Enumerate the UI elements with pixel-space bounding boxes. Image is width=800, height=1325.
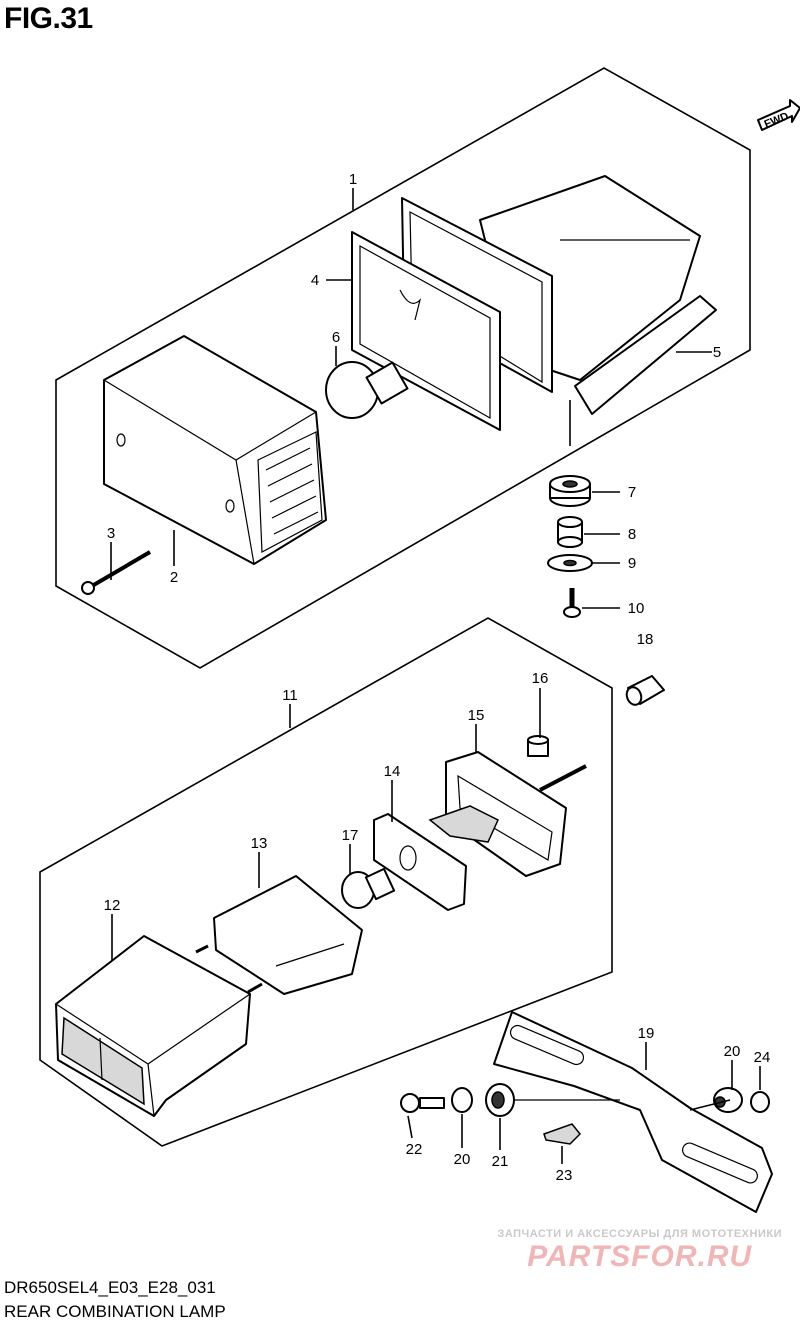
part-17-bulb [341, 867, 396, 909]
part-21-grommet [485, 1083, 515, 1117]
callout-13: 13 [251, 835, 268, 852]
callout-3: 3 [107, 525, 115, 542]
part-24-nut [750, 1091, 770, 1113]
part-2-lens [103, 335, 327, 565]
upper-assembly-frame [55, 67, 751, 669]
part-16-screw [527, 735, 549, 757]
fwd-label: FWD [763, 110, 791, 131]
callout-19: 19 [638, 1025, 655, 1042]
callout-6: 6 [332, 329, 340, 346]
callout-18: 18 [637, 631, 654, 648]
fwd-arrow-icon: FWD [757, 99, 800, 131]
part-19-bracket [493, 1011, 773, 1213]
part-23-nut [543, 1123, 582, 1145]
part-6-bulb [325, 361, 409, 419]
lens-hatching [265, 447, 319, 535]
part-14-gasket [373, 813, 467, 911]
callout-20-left: 20 [454, 1151, 471, 1168]
callout-17: 17 [342, 827, 359, 844]
callout-7: 7 [628, 484, 636, 501]
figure-title: FIG.31 [4, 2, 93, 35]
diagram-code: DR650SEL4_E03_E28_031 [4, 1278, 216, 1297]
callout-8: 8 [628, 526, 636, 543]
part-13-lens [213, 875, 363, 995]
callout-16: 16 [532, 670, 549, 687]
part-10-screw [563, 588, 581, 618]
part-18-collar [625, 675, 665, 706]
part-7-grommet [549, 475, 591, 507]
callout-14: 14 [384, 763, 401, 780]
lower-assembly-frame [39, 617, 613, 1147]
callout-11: 11 [282, 687, 298, 704]
watermark: ЗАПЧАСТИ И АКСЕССУАРЫ ДЛЯ МОТОТЕХНИКИ PA… [497, 1228, 782, 1274]
callout-2: 2 [170, 569, 178, 586]
callout-9: 9 [628, 555, 636, 572]
callout-20-right: 20 [724, 1043, 741, 1060]
part-22-bolt [400, 1093, 445, 1113]
callout-5: 5 [713, 344, 721, 361]
callout-23: 23 [556, 1167, 573, 1184]
callout-21: 21 [492, 1153, 509, 1170]
callout-15: 15 [468, 707, 485, 724]
callout-1: 1 [349, 171, 357, 188]
part-3-screw [81, 550, 152, 595]
callout-24: 24 [754, 1049, 771, 1066]
callout-22: 22 [406, 1141, 423, 1158]
part-20-washer-left [451, 1087, 473, 1113]
part-4-gasket [351, 231, 501, 431]
watermark-brand: PARTSFOR.RU [527, 1240, 753, 1273]
callout-10: 10 [628, 600, 645, 617]
part-8-collar [557, 516, 583, 548]
callout-12: 12 [104, 897, 121, 914]
part-15-housing [445, 751, 587, 877]
callout-4: 4 [311, 272, 319, 289]
leader-lines [110, 188, 761, 1164]
socket-assembly [428, 805, 499, 843]
part-9-washer [547, 554, 593, 572]
diagram-name: REAR COMBINATION LAMP [4, 1302, 226, 1321]
watermark-tagline: ЗАПЧАСТИ И АКСЕССУАРЫ ДЛЯ МОТОТЕХНИКИ [497, 1228, 782, 1240]
part-12-lamp-body [55, 935, 263, 1117]
